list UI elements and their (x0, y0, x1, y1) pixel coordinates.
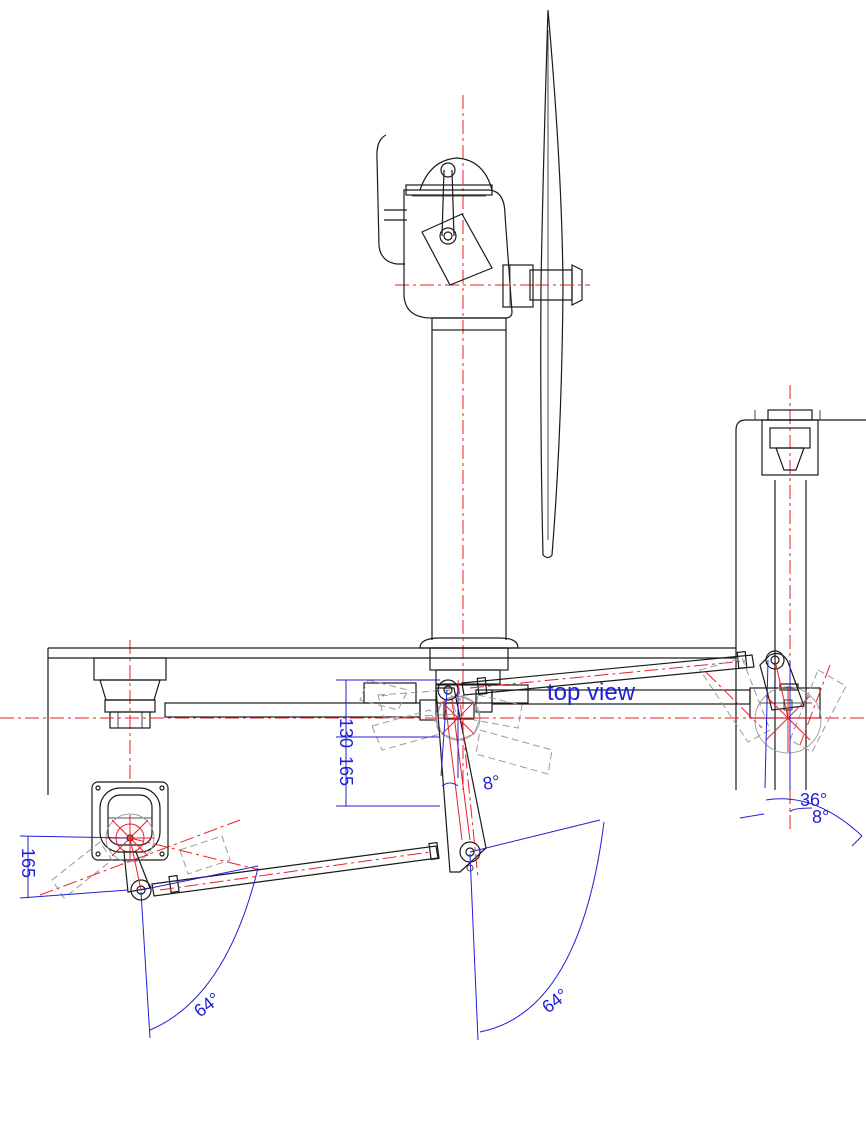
angle-36-label: 36° (800, 790, 827, 810)
lower-drag-link (151, 841, 440, 897)
helm-lever (376, 134, 405, 265)
svg-text:←: ← (380, 689, 390, 700)
left-pivot-housing (91, 781, 169, 863)
length-130-label: 130 (336, 718, 356, 748)
deck (47, 647, 736, 795)
center-pivot (359, 679, 553, 879)
upper-drag-link (461, 650, 755, 696)
steering-column (419, 317, 519, 685)
top-view: 36° 8° 8° 130 165 165 64° (0, 650, 866, 1041)
length-165-left-label: 165 (18, 848, 38, 878)
length-165-center-label: 165 (336, 756, 356, 786)
left-ghost-arms (39, 819, 261, 899)
side-elevation: ← (47, 9, 866, 795)
bulkhead (735, 410, 866, 790)
angle-64-left-label: 64° (190, 989, 224, 1022)
left-pivot (93, 657, 167, 729)
left-tiller-arm (123, 837, 152, 901)
angle-8-right-label: 8° (812, 807, 829, 827)
view-label: top view (547, 679, 636, 706)
angle-8-center-label: 8° (481, 771, 501, 794)
angle-64-right-label: 64° (538, 985, 572, 1018)
rudder-stock (761, 409, 819, 790)
drag-link-elevation: ← (164, 682, 821, 721)
helm-wheel (529, 9, 590, 559)
gearbox-head (403, 157, 534, 319)
